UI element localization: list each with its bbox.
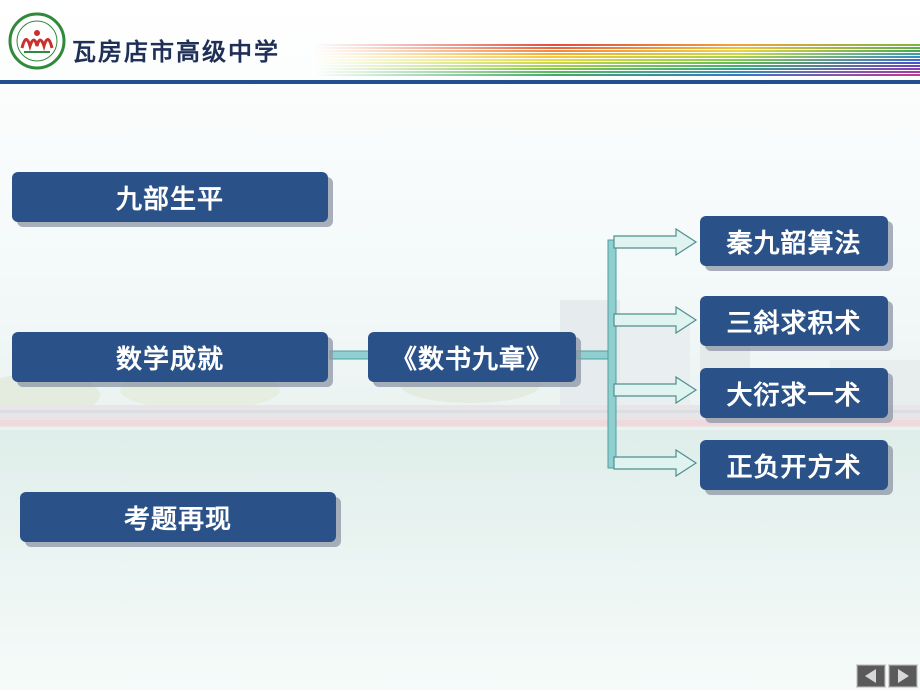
triangle-right-icon [898,669,909,683]
school-emblem-icon [8,12,66,70]
book-node[interactable]: 《数书九章》 [368,332,576,382]
triangle-left-icon [865,669,876,683]
branch-label: 大衍求一术 [726,380,862,411]
menu-item-label: 数学成就 [115,344,224,375]
branch-dayan[interactable]: 大衍求一术 [700,368,888,418]
menu-item-achievements[interactable]: 数学成就 [12,332,328,382]
menu-item-biography[interactable]: 九部生平 [12,172,328,222]
school-name: 瓦房店市高级中学 [72,37,280,66]
menu-item-label: 九部生平 [115,184,224,215]
branch-three-slant[interactable]: 三斜求积术 [700,296,888,346]
branch-qin-algorithm[interactable]: 秦九韶算法 [700,216,888,266]
menu-item-exam-review[interactable]: 考题再现 [20,492,336,542]
header-divider [0,80,920,84]
book-node-label: 《数书九章》 [390,344,553,375]
menu-item-label: 考题再现 [123,504,232,535]
branch-label: 秦九韶算法 [726,228,862,259]
branch-label: 正负开方术 [726,452,862,483]
branch-label: 三斜求积术 [726,308,862,339]
branch-root-extraction[interactable]: 正负开方术 [700,440,888,490]
prev-slide-button[interactable] [856,664,886,688]
next-slide-button[interactable] [888,664,918,688]
header-rainbow-stripes [312,44,920,78]
